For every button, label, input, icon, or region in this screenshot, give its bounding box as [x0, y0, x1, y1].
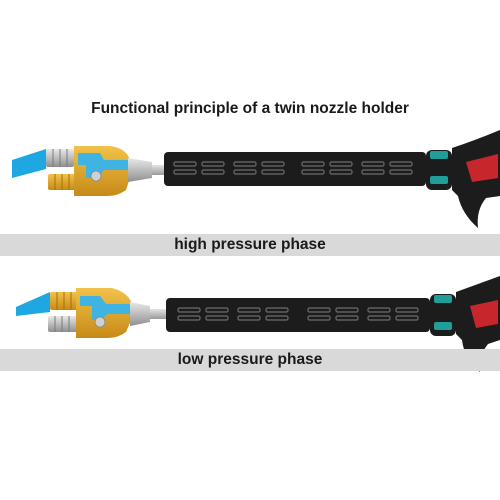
lance-coupling-low	[130, 302, 150, 326]
rear-nozzle	[48, 174, 78, 190]
valve-ball	[90, 170, 102, 182]
flow-channel-low	[80, 296, 130, 320]
phase-label-high: high pressure phase	[174, 236, 326, 253]
low-pressure-assembly	[16, 276, 500, 372]
trigger-red-panel-low	[470, 300, 498, 328]
phase-band-high: high pressure phase	[0, 234, 500, 256]
front-nozzle-low	[48, 316, 78, 332]
lance-coupling	[128, 158, 152, 182]
phase-band-low: low pressure phase	[0, 349, 500, 371]
lance-handle-low	[166, 298, 430, 332]
flow-channel	[78, 153, 128, 178]
diagram-title: Functional principle of a twin nozzle ho…	[91, 100, 409, 117]
lance-tube	[152, 165, 166, 175]
trigger-red-panel	[466, 154, 498, 182]
lance-handle	[164, 152, 426, 186]
spray-cone	[12, 149, 46, 178]
high-pressure-assembly	[12, 130, 500, 228]
phase-label-low: low pressure phase	[177, 351, 323, 368]
lance-tube-low	[150, 309, 168, 319]
valve-ball-low	[94, 316, 106, 328]
spray-cone-low	[16, 292, 50, 316]
